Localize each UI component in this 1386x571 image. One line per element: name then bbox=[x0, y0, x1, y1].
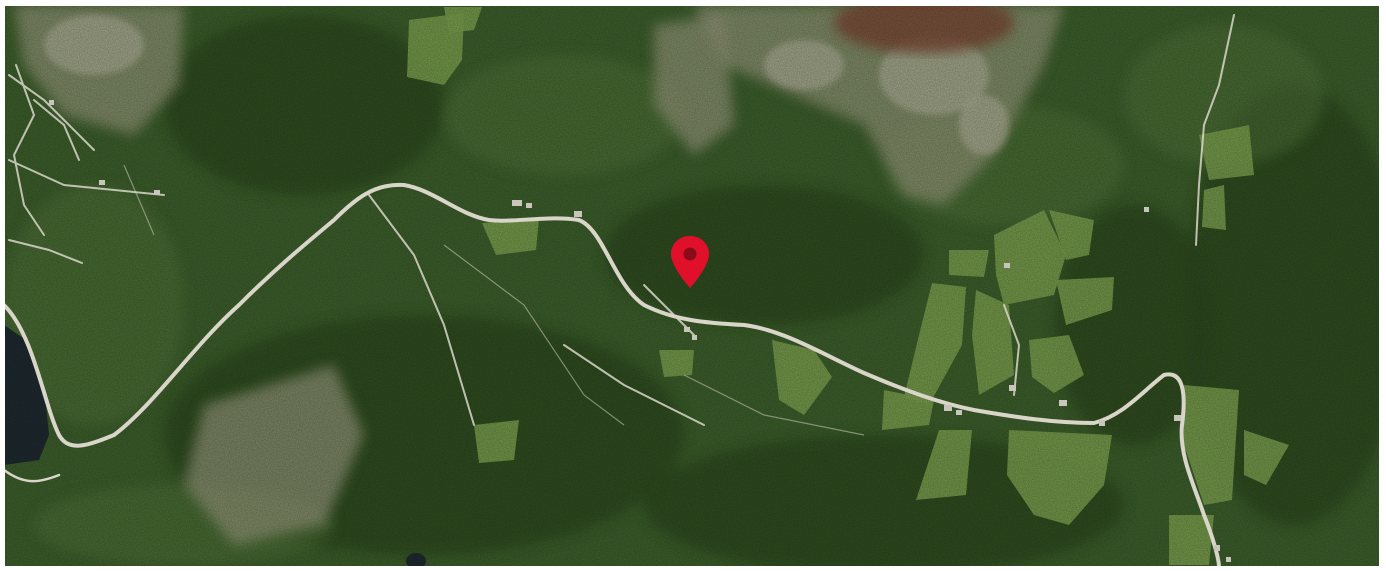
location-marker[interactable] bbox=[669, 235, 711, 289]
map-pin-icon bbox=[671, 236, 709, 288]
satellite-map[interactable] bbox=[4, 5, 1380, 567]
main-road bbox=[4, 182, 1221, 567]
minor-tracks-faint bbox=[123, 164, 865, 436]
tree-texture bbox=[4, 5, 1380, 567]
buildings bbox=[49, 100, 1231, 562]
minor-tracks bbox=[8, 14, 1235, 426]
road-west-branch bbox=[4, 468, 61, 483]
map-border bbox=[4, 5, 1380, 567]
